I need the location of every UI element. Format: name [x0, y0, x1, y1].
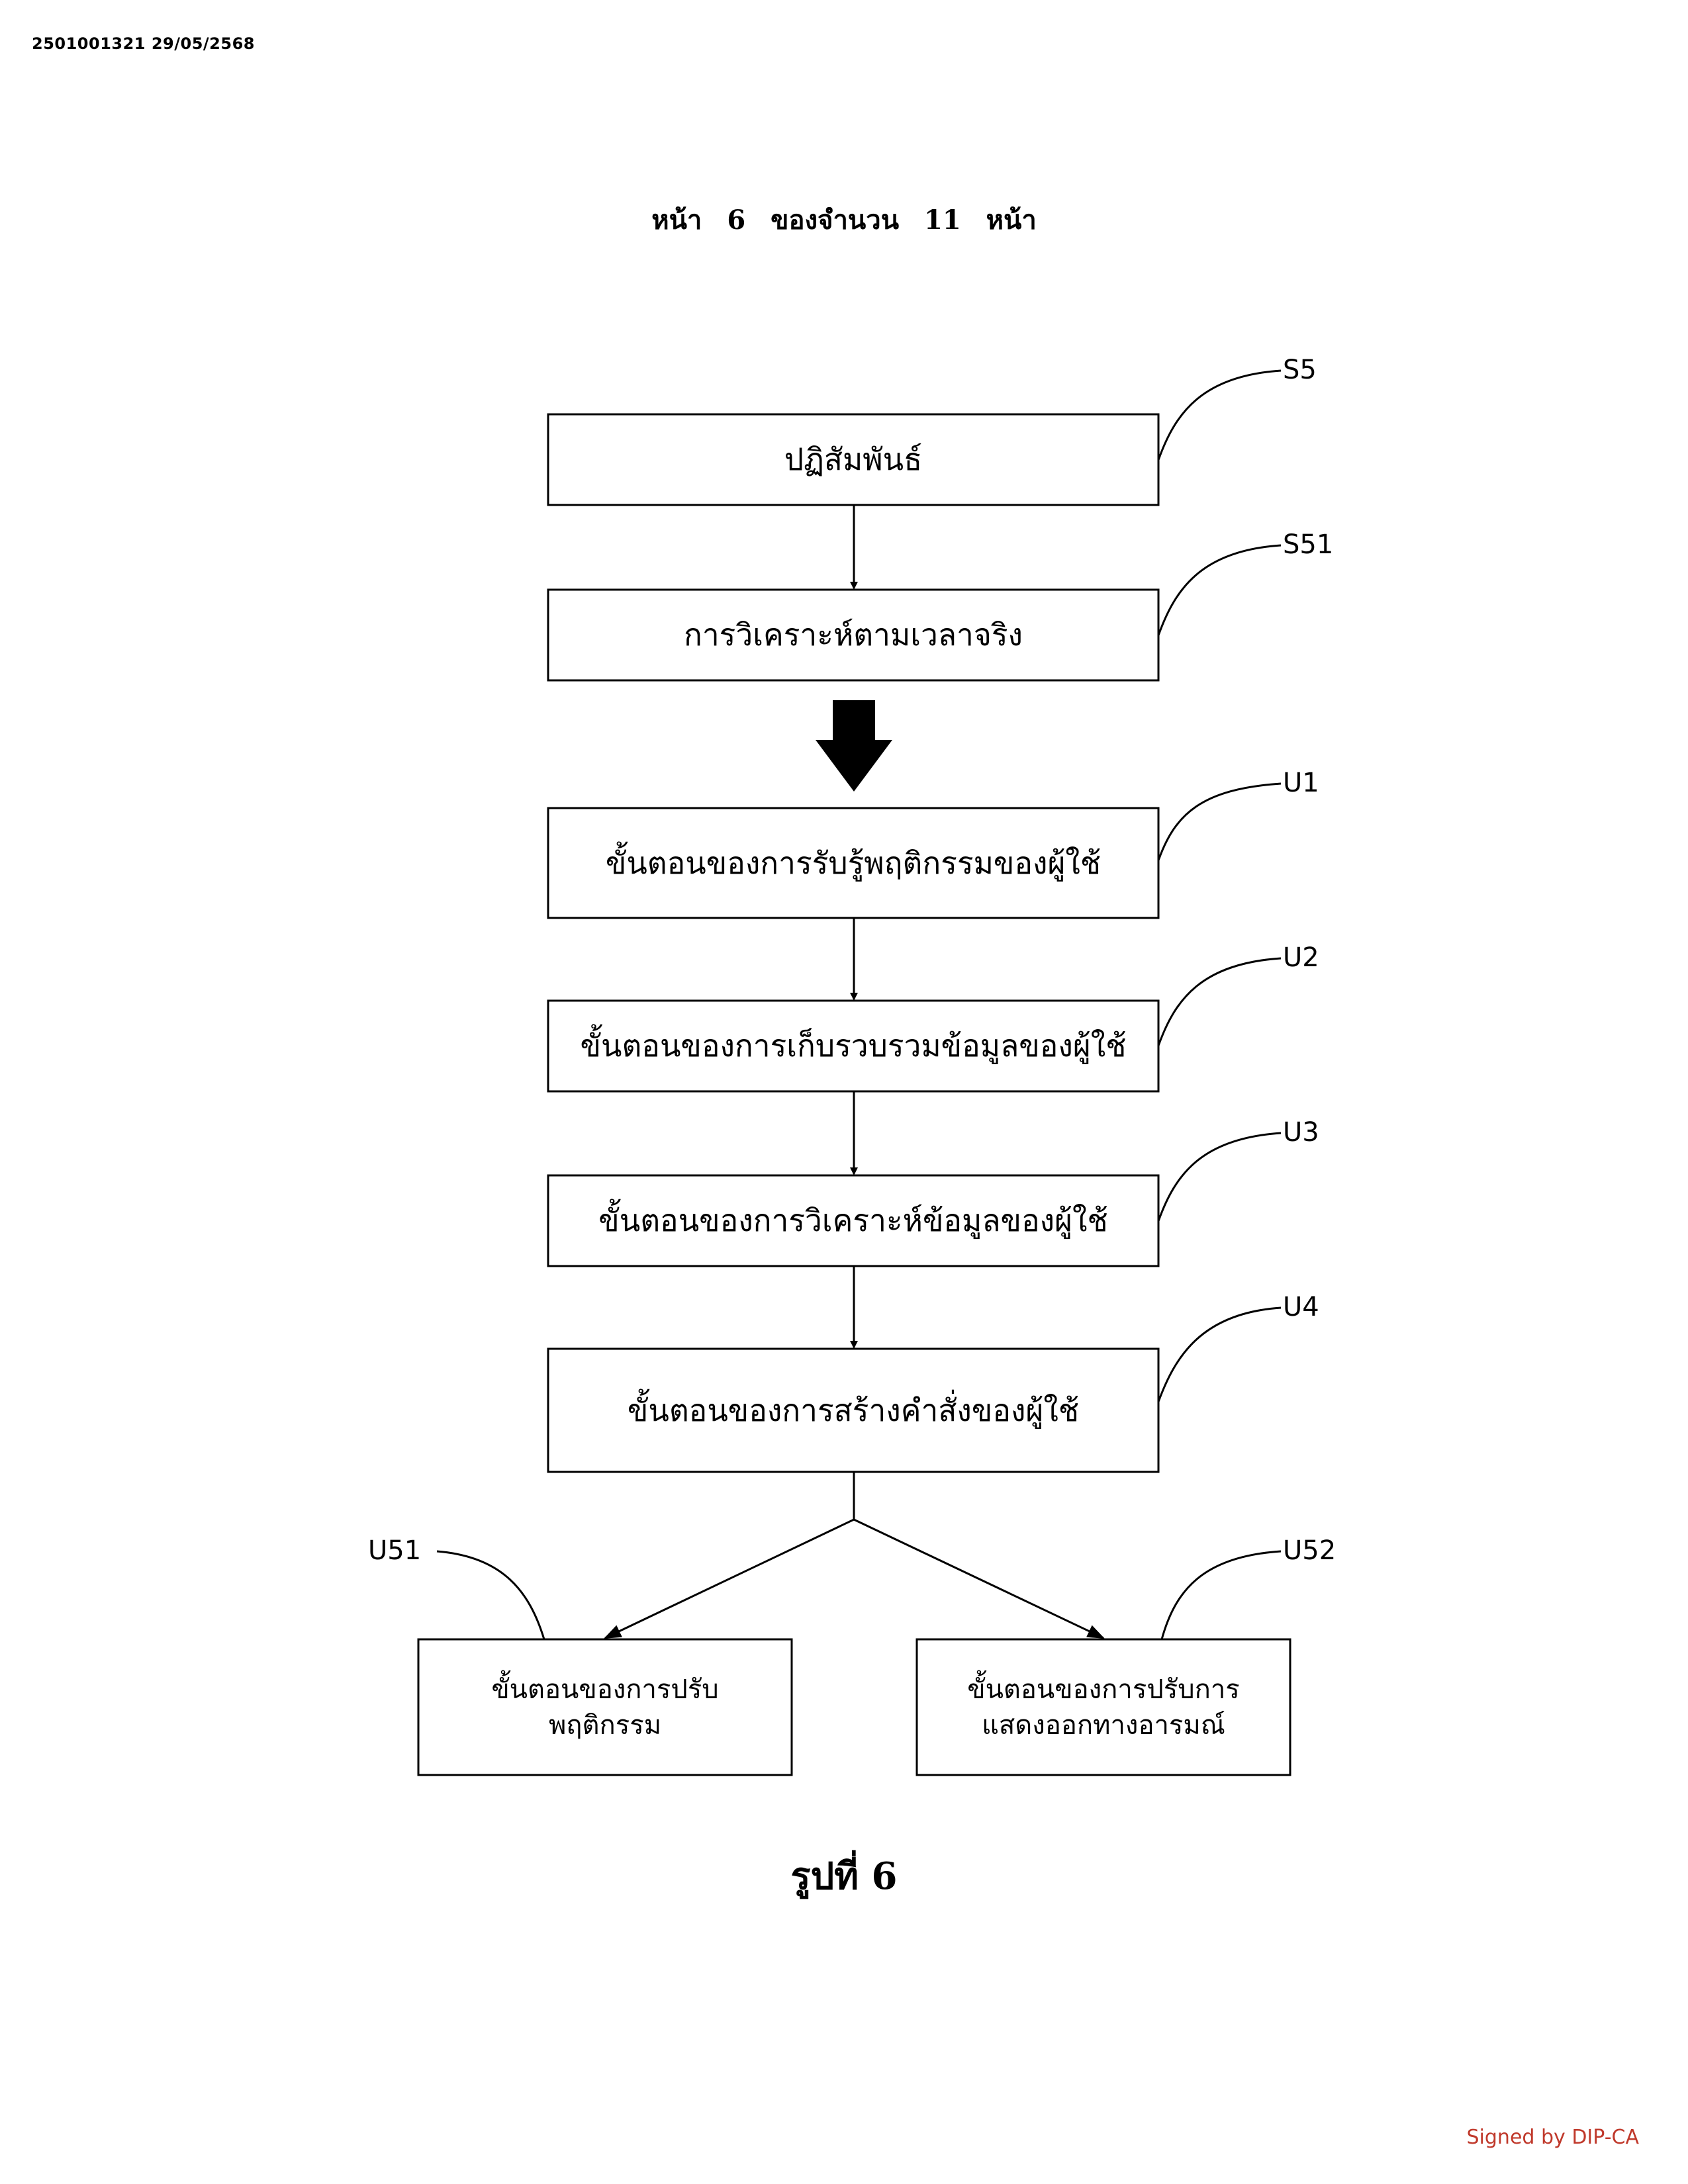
ref-s5: S5	[1283, 355, 1317, 385]
box-u51	[417, 1638, 793, 1776]
ref-u4: U4	[1283, 1292, 1319, 1322]
ref-u52: U52	[1283, 1535, 1336, 1566]
ref-s51: S51	[1283, 529, 1334, 560]
label-u4: ขั้นตอนของการสร้างคำสั่งของผู้ใช้	[627, 1392, 1080, 1428]
page-count-suffix: หน้า	[986, 205, 1037, 236]
label-u52-line2: แสดงออกทางอารมณ์	[982, 1709, 1225, 1741]
label-u3: ขั้นตอนของการวิเคราะห์ข้อมูลของผู้ใช้	[598, 1203, 1108, 1239]
box-u52	[915, 1638, 1291, 1776]
arrow-to-u52	[853, 1518, 1105, 1639]
ref-u51: U51	[368, 1535, 422, 1566]
label-s5: ปฏิสัมพันธ์	[784, 441, 923, 478]
label-u1: ขั้นตอนของการรับรู้พฤติกรรมของผู้ใช้	[605, 844, 1102, 881]
leader-u1	[1157, 782, 1282, 861]
page-count: หน้า 6 ของจำนวน 11 หน้า	[0, 199, 1688, 241]
label-u51-line1: ขั้นตอนของการปรับ	[491, 1674, 719, 1705]
page-count-prefix: หน้า	[651, 205, 702, 236]
arrow-to-u51	[604, 1518, 855, 1639]
ref-u1: U1	[1283, 768, 1319, 798]
leader-u2	[1157, 957, 1282, 1046]
leader-u52	[1160, 1550, 1282, 1640]
figure-caption: รูปที่ 6	[790, 1854, 898, 1898]
leader-s5	[1157, 369, 1282, 461]
ref-u2: U2	[1283, 942, 1319, 973]
page-count-total: 11	[924, 205, 961, 236]
label-s51: การวิเคราะห์ตามเวลาจริง	[684, 617, 1023, 653]
label-u51: ขั้นตอนของการปรับ พฤติกรรม	[418, 1639, 792, 1775]
page-count-middle: ของจำนวน	[771, 205, 900, 236]
label-u51-line2: พฤติกรรม	[548, 1709, 662, 1741]
page-count-current: 6	[727, 205, 746, 236]
leader-s51	[1157, 544, 1282, 636]
leader-u51	[436, 1550, 545, 1640]
label-u52: ขั้นตอนของการปรับการ แสดงออกทางอารมณ์	[917, 1639, 1290, 1775]
leader-u4	[1157, 1306, 1282, 1402]
block-arrow-down-icon	[816, 700, 892, 792]
document-id: 2501001321 29/05/2568	[32, 34, 255, 53]
label-u2: ขั้นตอนของการเก็บรวบรวมข้อมูลของผู้ใช้	[580, 1028, 1127, 1064]
ref-u3: U3	[1283, 1117, 1319, 1148]
label-u52-line1: ขั้นตอนของการปรับการ	[967, 1674, 1240, 1705]
signature-note: Signed by DIP-CA	[1466, 2126, 1639, 2149]
leader-u3	[1157, 1132, 1282, 1222]
